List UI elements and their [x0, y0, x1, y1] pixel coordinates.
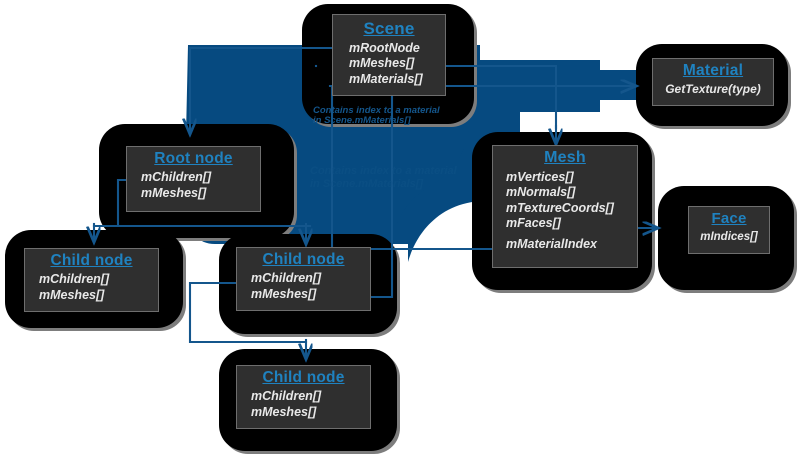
node-child-node-1-field-0: mChildren[]: [39, 272, 110, 287]
node-mesh-field-1: mNormals[]: [506, 185, 576, 200]
node-child-node-2-field-1: mMeshes[]: [251, 286, 317, 301]
node-mesh-field-4: mMaterialIndex: [506, 236, 598, 251]
node-face-title: Face: [711, 210, 747, 227]
node-child-node-1-field-1: mMeshes[]: [39, 287, 105, 302]
node-material-field-0: GetTexture(type): [665, 82, 761, 97]
node-face-field-0: mIndices[]: [700, 230, 758, 243]
node-material[interactable]: Material GetTexture(type): [652, 58, 774, 106]
annotation-ghost-line1: Contains index to a material: [310, 165, 457, 177]
node-face[interactable]: Face mIndices[]: [688, 206, 770, 254]
node-scene-field-1: mMeshes[]: [349, 56, 415, 71]
node-scene-title: Scene: [363, 19, 415, 38]
node-material-title: Material: [682, 62, 744, 79]
node-child-node-3-field-0: mChildren[]: [251, 389, 322, 404]
node-child-node-3-title: Child node: [262, 369, 345, 386]
node-child-node-1-title: Child node: [50, 252, 133, 269]
node-mesh[interactable]: Mesh mVertices[] mNormals[] mTextureCoor…: [492, 145, 638, 268]
annotation-line2: in Scene.mMaterials[]: [313, 115, 411, 126]
node-child-node-1[interactable]: Child node mChildren[] mMeshes[]: [24, 248, 159, 312]
node-mesh-field-3: mFaces[]: [506, 216, 561, 231]
node-scene-field-2: mMaterials[]: [349, 71, 423, 86]
node-scene[interactable]: Scene mRootNode mMeshes[] mMaterials[]: [332, 14, 446, 96]
node-mesh-field-0: mVertices[]: [506, 169, 574, 184]
node-scene-field-0: mRootNode: [349, 40, 420, 55]
node-mesh-field-2: mTextureCoords[]: [506, 200, 614, 215]
annotation-ghost-line2: in Scene.mMaterials[]: [310, 178, 424, 190]
node-root-node[interactable]: Root node mChildren[] mMeshes[]: [126, 146, 261, 212]
node-root-node-field-1: mMeshes[]: [141, 185, 207, 200]
node-child-node-2-title: Child node: [262, 251, 345, 268]
node-child-node-3-field-1: mMeshes[]: [251, 404, 317, 419]
node-child-node-2-field-0: mChildren[]: [251, 271, 322, 286]
node-child-node-3[interactable]: Child node mChildren[] mMeshes[]: [236, 365, 371, 429]
node-root-node-field-0: mChildren[]: [141, 170, 212, 185]
node-mesh-title: Mesh: [544, 149, 586, 166]
node-child-node-2[interactable]: Child node mChildren[] mMeshes[]: [236, 247, 371, 311]
node-root-node-title: Root node: [154, 150, 233, 167]
